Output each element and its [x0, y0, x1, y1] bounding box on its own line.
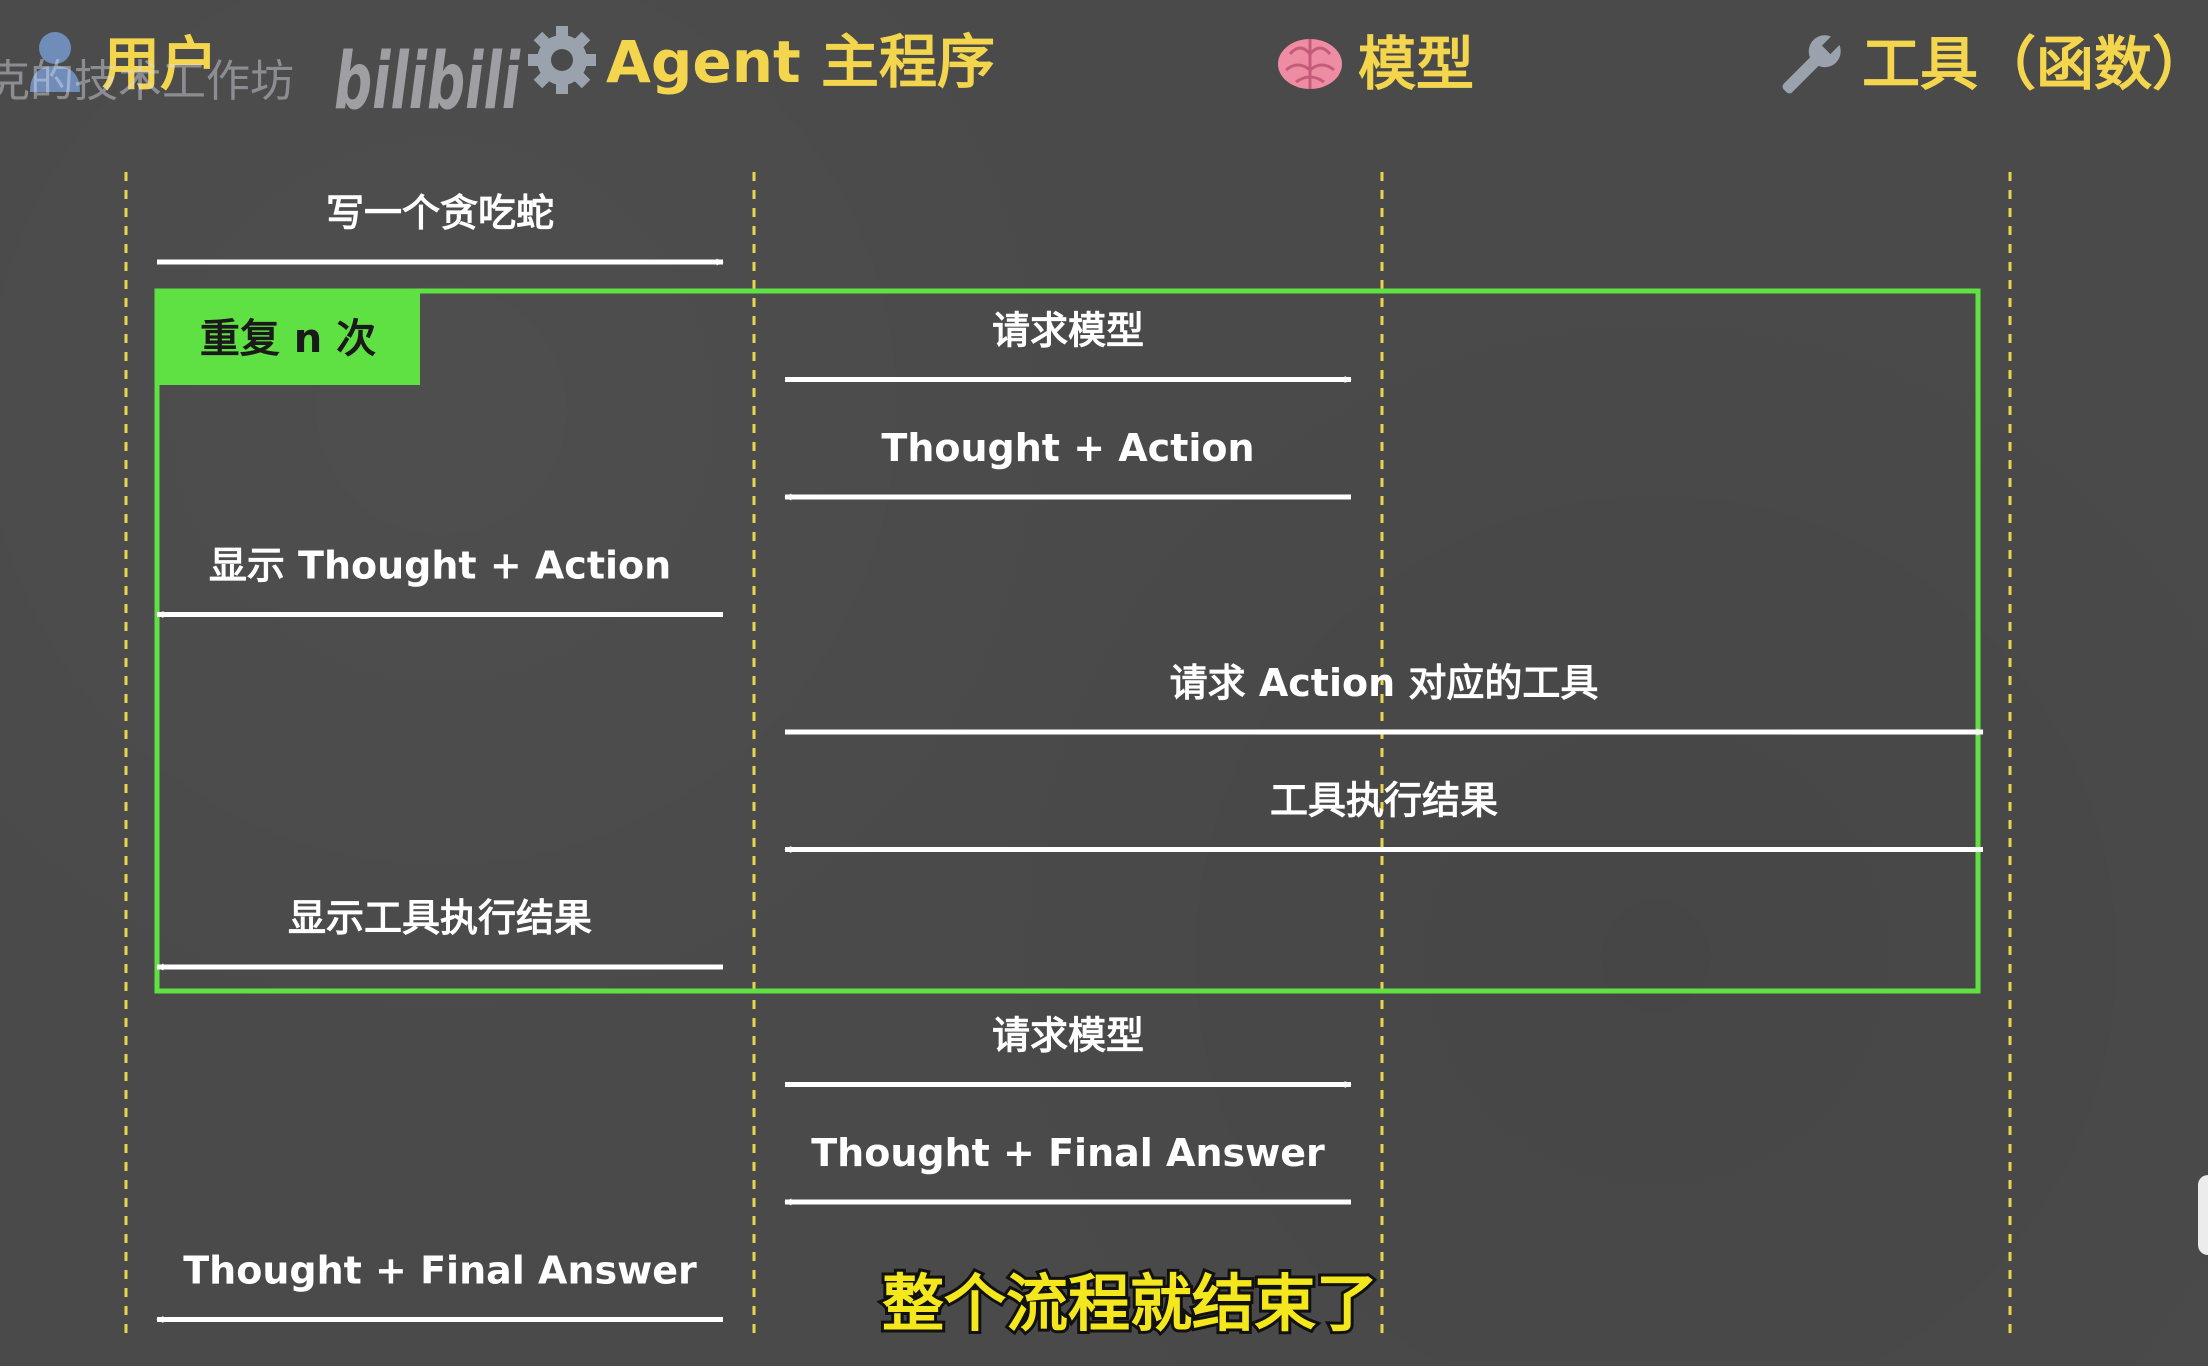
message-label: 显示工具执行结果: [288, 896, 592, 940]
message-label: 显示 Thought + Action: [209, 544, 671, 588]
side-handle[interactable]: [2198, 1175, 2208, 1255]
message-label: 请求 Action 对应的工具: [1170, 661, 1599, 705]
wrench-icon: [1782, 32, 1844, 94]
message-9: Thought + Final Answer: [156, 1249, 723, 1323]
message-4: 请求 Action 对应的工具: [785, 661, 1984, 736]
message-label: Thought + Final Answer: [811, 1131, 1325, 1175]
message-label: 写一个贪吃蛇: [326, 191, 554, 235]
message-label: 工具执行结果: [1270, 779, 1498, 823]
message-8: Thought + Final Answer: [784, 1131, 1351, 1206]
message-5: 工具执行结果: [784, 779, 1983, 853]
participant-user-label: 用户: [102, 30, 218, 98]
video-subtitle: 整个流程就结束了: [882, 1267, 1378, 1340]
person-icon: [30, 32, 80, 92]
message-2: Thought + Action: [784, 426, 1351, 501]
loop-label: 重复 n 次: [200, 316, 376, 362]
gear-icon: [528, 26, 596, 94]
brain-icon: [1278, 39, 1342, 89]
watermark-text: 克的技术工作坊: [0, 56, 294, 107]
lifelines: [124, 172, 2012, 1340]
loop-border: [154, 288, 1981, 994]
message-3: 显示 Thought + Action: [156, 544, 723, 618]
message-6: 显示工具执行结果: [156, 896, 723, 971]
participant-model-label: 模型: [1358, 30, 1474, 98]
message-1: 请求模型: [785, 309, 1352, 383]
participants-header: 用户 Agent 主程序: [30, 26, 2208, 98]
message-7: 请求模型: [785, 1014, 1352, 1088]
loop-frame: 重复 n 次: [154, 288, 1981, 994]
participant-agent-label: Agent 主程序: [606, 28, 995, 96]
message-label: 请求模型: [992, 1014, 1144, 1058]
message-0: 写一个贪吃蛇: [157, 191, 724, 266]
loop-label-box: [157, 291, 420, 385]
message-label: Thought + Action: [881, 426, 1254, 470]
message-label: Thought + Final Answer: [183, 1249, 697, 1293]
bilibili-logo: bilibili: [334, 37, 521, 127]
message-label: 请求模型: [992, 309, 1144, 353]
participant-tool-label: 工具（函数）: [1862, 30, 2208, 98]
watermark: 克的技术工作坊 bilibili: [0, 37, 521, 127]
